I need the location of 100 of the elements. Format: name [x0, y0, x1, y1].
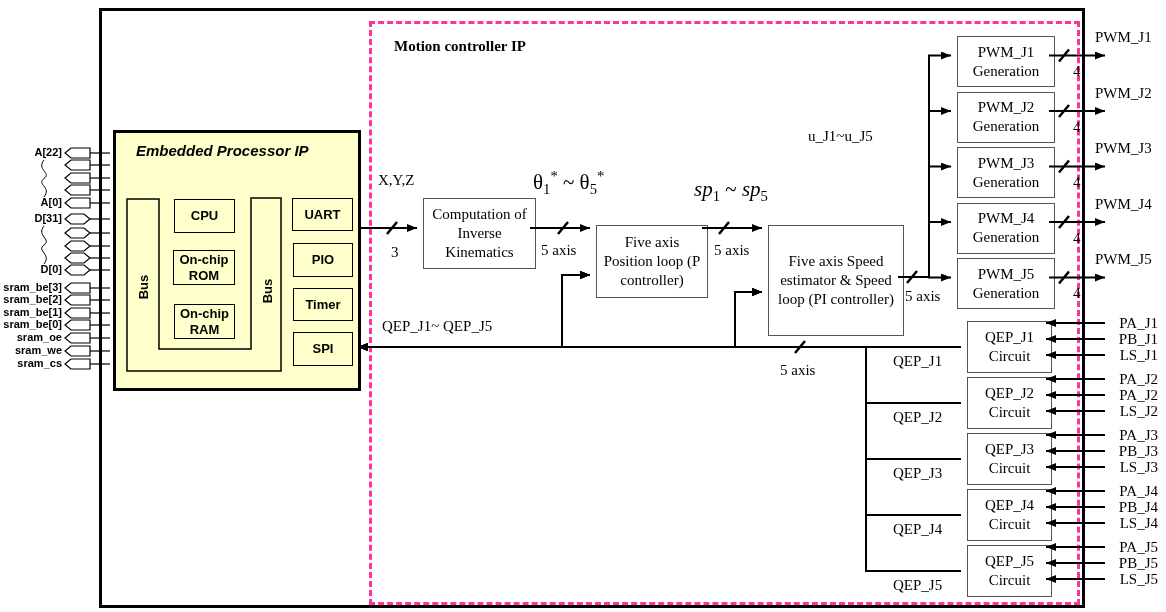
signal-label: 4	[1073, 229, 1081, 246]
box-label: QEP_J4 Circuit	[983, 496, 1036, 534]
ip-block-dashed-frame	[369, 21, 1080, 605]
box-label: QEP_J2 Circuit	[983, 384, 1036, 422]
bus-label: Bus	[135, 274, 151, 300]
edge-label: PB_J4	[1118, 499, 1158, 516]
pin-label: sram_oe	[16, 331, 62, 344]
connector-arrow	[1048, 107, 1106, 115]
box-label: QEP_J5 Circuit	[983, 552, 1036, 590]
process-box	[957, 147, 1055, 198]
connector-arrow	[1045, 519, 1106, 527]
signal-label: 5 axis	[905, 288, 941, 305]
block-title: Embedded Processor IP	[136, 141, 310, 161]
edge-label: PA_J2	[1119, 387, 1158, 404]
box-label: PWM_J5 Generation	[971, 264, 1041, 303]
process-box	[768, 225, 904, 336]
box-label: PWM_J3 Generation	[971, 153, 1041, 192]
connector-arrow	[1045, 375, 1106, 383]
box-label: On-chip ROM	[178, 251, 230, 284]
connector-arrow	[1048, 51, 1106, 60]
pin-label: sram_we	[14, 344, 62, 357]
process-box	[967, 377, 1052, 429]
pin-label: A[22]	[34, 146, 62, 159]
pin-label: sram_be[1]	[3, 306, 62, 319]
system-boundary-box	[99, 8, 1085, 608]
process-box	[957, 91, 1055, 143]
signal-label: 3	[391, 244, 399, 261]
pin-label: sram_be[3]	[3, 281, 62, 294]
edge-label: PB_J3	[1118, 443, 1158, 460]
block-title: Motion controller IP	[394, 38, 526, 55]
edge-label: PA_J2	[1119, 371, 1158, 388]
connector-arrow	[1045, 503, 1106, 511]
pin-label: sram_be[0]	[3, 318, 62, 331]
box-label: Five axis Position loop (P controller)	[602, 233, 702, 290]
connector-arrow	[1048, 218, 1106, 226]
process-box	[957, 202, 1055, 254]
box-label: UART	[304, 206, 341, 223]
component-box	[293, 288, 353, 321]
edge-label: QEP_J3	[893, 465, 943, 482]
connector-arrow	[1048, 273, 1106, 282]
signal-label: 4	[1073, 285, 1081, 302]
connector-arrow	[734, 288, 962, 572]
edge-label: LS_J3	[1119, 459, 1158, 476]
edge-label: QEP_J1	[893, 353, 943, 370]
box-label: QEP_J3 Circuit	[983, 440, 1036, 478]
connector-arrow	[1045, 487, 1106, 495]
pin-label: sram_cs	[17, 357, 62, 370]
edge-label: PWM_J1	[1095, 29, 1152, 46]
box-label: Timer	[305, 296, 341, 313]
box-label: PWM_J1 Generation	[971, 42, 1041, 81]
signal-label: QEP_J1~ QEP_J5	[382, 318, 493, 335]
connector-arrow	[1045, 391, 1106, 399]
edge-label: PA_J5	[1119, 539, 1158, 556]
box-label: Five axis Speed estimator & Speed loop (PI controller)	[777, 252, 895, 309]
pin-label: sram_be[2]	[3, 293, 62, 306]
box-label: CPU	[190, 208, 219, 224]
edge-label: QEP_J4	[893, 521, 943, 538]
process-box	[957, 36, 1055, 87]
edge-label: PWM_J5	[1095, 251, 1152, 268]
edge-label: QEP_J5	[893, 577, 943, 594]
edge-label: X,Y,Z	[378, 172, 415, 189]
pin-label: D[31]	[34, 212, 62, 225]
process-box	[967, 321, 1052, 373]
component-box	[174, 199, 235, 233]
component-box	[292, 198, 353, 231]
edge-label: LS_J5	[1119, 571, 1158, 588]
process-box	[957, 258, 1055, 309]
process-box	[967, 433, 1052, 485]
edge-label: LS_J2	[1119, 403, 1158, 420]
connector-arrow	[1045, 559, 1106, 567]
edge-label: PB_J1	[1118, 331, 1158, 348]
connector-arrow	[1048, 162, 1106, 171]
connector-arrow	[1045, 431, 1106, 439]
signal-label: u_J1~u_J5	[808, 128, 873, 145]
edge-label: PB_J5	[1118, 555, 1158, 572]
connector-arrow	[1045, 447, 1106, 455]
connector-arrow	[1045, 543, 1106, 551]
component-box	[293, 243, 353, 277]
connector-arrow	[1045, 351, 1106, 359]
edge-label: LS_J1	[1119, 347, 1158, 364]
connector-arrow	[1045, 407, 1106, 415]
signal-label: 5 axis	[714, 242, 750, 259]
process-box	[967, 545, 1052, 597]
box-label: PWM_J4 Generation	[971, 209, 1041, 247]
component-box	[293, 332, 353, 366]
bus-label: Bus	[259, 278, 275, 304]
process-box	[967, 489, 1052, 541]
box-label: PIO	[311, 252, 335, 268]
signal-label: 5 axis	[541, 242, 577, 259]
signal-label: 5 axis	[780, 362, 816, 379]
pin-label: A[0]	[40, 196, 62, 209]
signal-label: 4	[1073, 118, 1081, 135]
processor-block	[113, 130, 361, 391]
box-label: Computation of Inverse Kinematics	[431, 205, 528, 262]
box-label: On-chip RAM	[178, 305, 231, 338]
connector-arrow	[1045, 319, 1106, 327]
box-label: PWM_J2 Generation	[971, 98, 1041, 136]
connector-arrow	[1045, 575, 1106, 583]
edge-label: PWM_J3	[1095, 140, 1152, 157]
edge-label: PA_J4	[1119, 483, 1158, 500]
